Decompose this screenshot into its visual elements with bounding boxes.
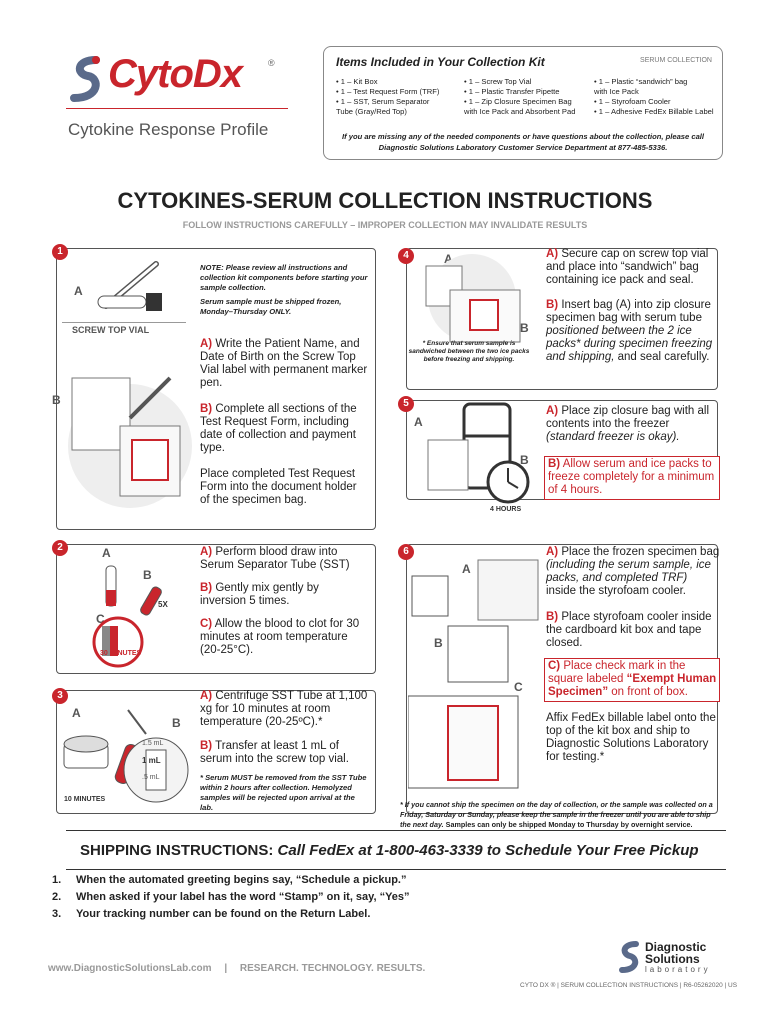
shipping-title: SHIPPING INSTRUCTIONS: Call FedEx at 1-8… (80, 842, 699, 859)
step-3-label-b: B (172, 716, 181, 730)
freeze-hours: 4 HOURS (490, 506, 522, 513)
ml-0-5: .5 mL (142, 774, 160, 781)
step-6-note: * If you cannot ship the specimen on the… (400, 800, 713, 829)
step-2-label-a: A (102, 546, 111, 560)
kit-note: If you are missing any of the needed com… (341, 132, 705, 152)
kit-col-3: • 1 – Plastic “sandwich” bag with Ice Pa… (594, 77, 714, 116)
centrifuge-minutes: 10 MINUTES (64, 796, 106, 803)
step-3-a-text: A) Centrifuge SST Tube at 1,100 xg for 1… (200, 690, 368, 728)
ds-lab: laboratory (645, 965, 711, 974)
specimen-bag-icon (425, 254, 521, 343)
step-1-label-b: B (52, 393, 61, 407)
footer-tagline: RESEARCH. TECHNOLOGY. RESULTS. (239, 963, 426, 974)
step-1-b-text: B) Complete all sections of the Test Req… (200, 403, 357, 454)
step-1-number: 1 (52, 244, 68, 260)
fine-print: CYTO DX ® | SERUM COLLECTION INSTRUCTION… (520, 982, 738, 989)
step-5-b-text: B) Allow serum and ice packs to freeze c… (548, 458, 715, 496)
screw-top-vial-icon (97, 293, 162, 311)
step-4-label-a: A (444, 252, 453, 266)
step-2-label-c: C (96, 612, 105, 626)
kit-tag: SERUM COLLECTION (640, 57, 712, 64)
step-6-c-text: C) Place check mark in the square labele… (548, 660, 717, 698)
logo-registered: ® (268, 58, 275, 68)
step-6-b-text: B) Place styrofoam cooler inside the car… (546, 611, 712, 649)
profile-subtitle: Cytokine Response Profile (68, 120, 269, 139)
step-5-number: 5 (398, 396, 414, 412)
shipping-box-icon (408, 559, 539, 789)
diagnostic-solutions-logo-icon (619, 941, 639, 973)
shipping-item: 2.When asked if your label has the word … (52, 891, 410, 903)
vial-label-line (62, 322, 186, 323)
step-4-a-text: A) Secure cap on screw top vial and plac… (546, 248, 709, 286)
step-4-number: 4 (398, 248, 414, 264)
step-2-c-text: C) Allow the blood to clot for 30 minute… (200, 618, 360, 656)
shipping-banner (66, 830, 726, 870)
step-5-a-text: A) Place zip closure bag with all conten… (546, 405, 710, 443)
step-6-label-a: A (462, 562, 471, 576)
step-4-box (406, 248, 718, 390)
test-request-form-icon (68, 376, 192, 508)
page-title: CYTOKINES-SERUM COLLECTION INSTRUCTIONS (117, 188, 653, 213)
freezer-icon (427, 402, 530, 504)
kit-col-2: • 1 – Screw Top Vial• 1 – Plastic Transf… (464, 77, 576, 116)
shipping-list: 1.When the automated greeting begins say… (52, 872, 410, 923)
shipping-item: 3.Your tracking number can be found on t… (52, 908, 371, 920)
step-5-label-a: A (414, 415, 423, 429)
footer-url[interactable]: www.DiagnosticSolutionsLab.com (48, 963, 212, 974)
step-4-label-b: B (520, 321, 529, 335)
step-4-image-note: * Ensure that serum sample is sandwiched… (408, 340, 530, 363)
footer-line: www.DiagnosticSolutionsLab.com | RESEARC… (48, 963, 426, 974)
cytodx-logo-icon (70, 56, 100, 102)
kit-col-1: • 1 – Kit Box• 1 – Test Request Form (TR… (336, 77, 440, 116)
ml-1: 1 mL (142, 756, 161, 765)
ml-1-5: 1.5 mL (142, 740, 164, 747)
page-subtitle: FOLLOW INSTRUCTIONS CAREFULLY – IMPROPER… (182, 220, 588, 230)
step-2-a-text: A) Perform blood draw into Serum Separat… (200, 546, 350, 571)
step-2-number: 2 (52, 540, 68, 556)
step-1-note-1: NOTE: Please review all instructions and… (200, 263, 368, 292)
step-3-b-text: B) Transfer at least 1 mL of serum into … (200, 740, 349, 765)
step-6-c-highlight (544, 658, 720, 702)
mix-count: 5X (158, 600, 168, 609)
step-6-number: 6 (398, 544, 414, 560)
step-6-d-text: Affix FedEx billable label onto the top … (546, 712, 716, 763)
step-3-label-a: A (72, 706, 81, 720)
step-1-label-a: A (74, 284, 83, 298)
step-3-note: * Serum MUST be removed from the SST Tub… (200, 773, 367, 812)
step-1-c-text: Place completed Test Request Form into t… (200, 468, 357, 506)
step-5-label-b: B (520, 453, 529, 467)
shipping-item: 1.When the automated greeting begins say… (52, 874, 407, 886)
step-6-label-c: C (514, 680, 523, 694)
step-3-box (56, 690, 376, 814)
step-6-a-text: A) Place the frozen specimen bag (includ… (546, 546, 720, 597)
step-1-box (56, 248, 376, 530)
step-2-label-b: B (143, 568, 152, 582)
step-4-b-text: B) Insert bag (A) into zip closure speci… (546, 299, 713, 363)
logo-divider (66, 108, 288, 109)
step-3-number: 3 (52, 688, 68, 704)
kit-contents-box: Items Included in Your Collection Kit SE… (323, 46, 723, 160)
step-6-label-b: B (434, 636, 443, 650)
blood-draw-icon (92, 565, 162, 668)
step-1-a-text: A) Write the Patient Name, and Date of B… (200, 338, 368, 389)
step-2-b-text: B) Gently mix gently by inversion 5 time… (200, 582, 319, 607)
vial-label: SCREW TOP VIAL (72, 325, 150, 335)
logo-text: CytoDx (108, 52, 243, 96)
kit-title: Items Included in Your Collection Kit (336, 55, 545, 69)
centrifuge-icon (63, 709, 189, 803)
step-1-note-2: Serum sample must be shipped frozen, Mon… (200, 297, 342, 316)
step-5-b-highlight (544, 456, 720, 500)
step-2-box (56, 544, 376, 674)
clot-minutes: 30 MINUTES (100, 650, 142, 657)
